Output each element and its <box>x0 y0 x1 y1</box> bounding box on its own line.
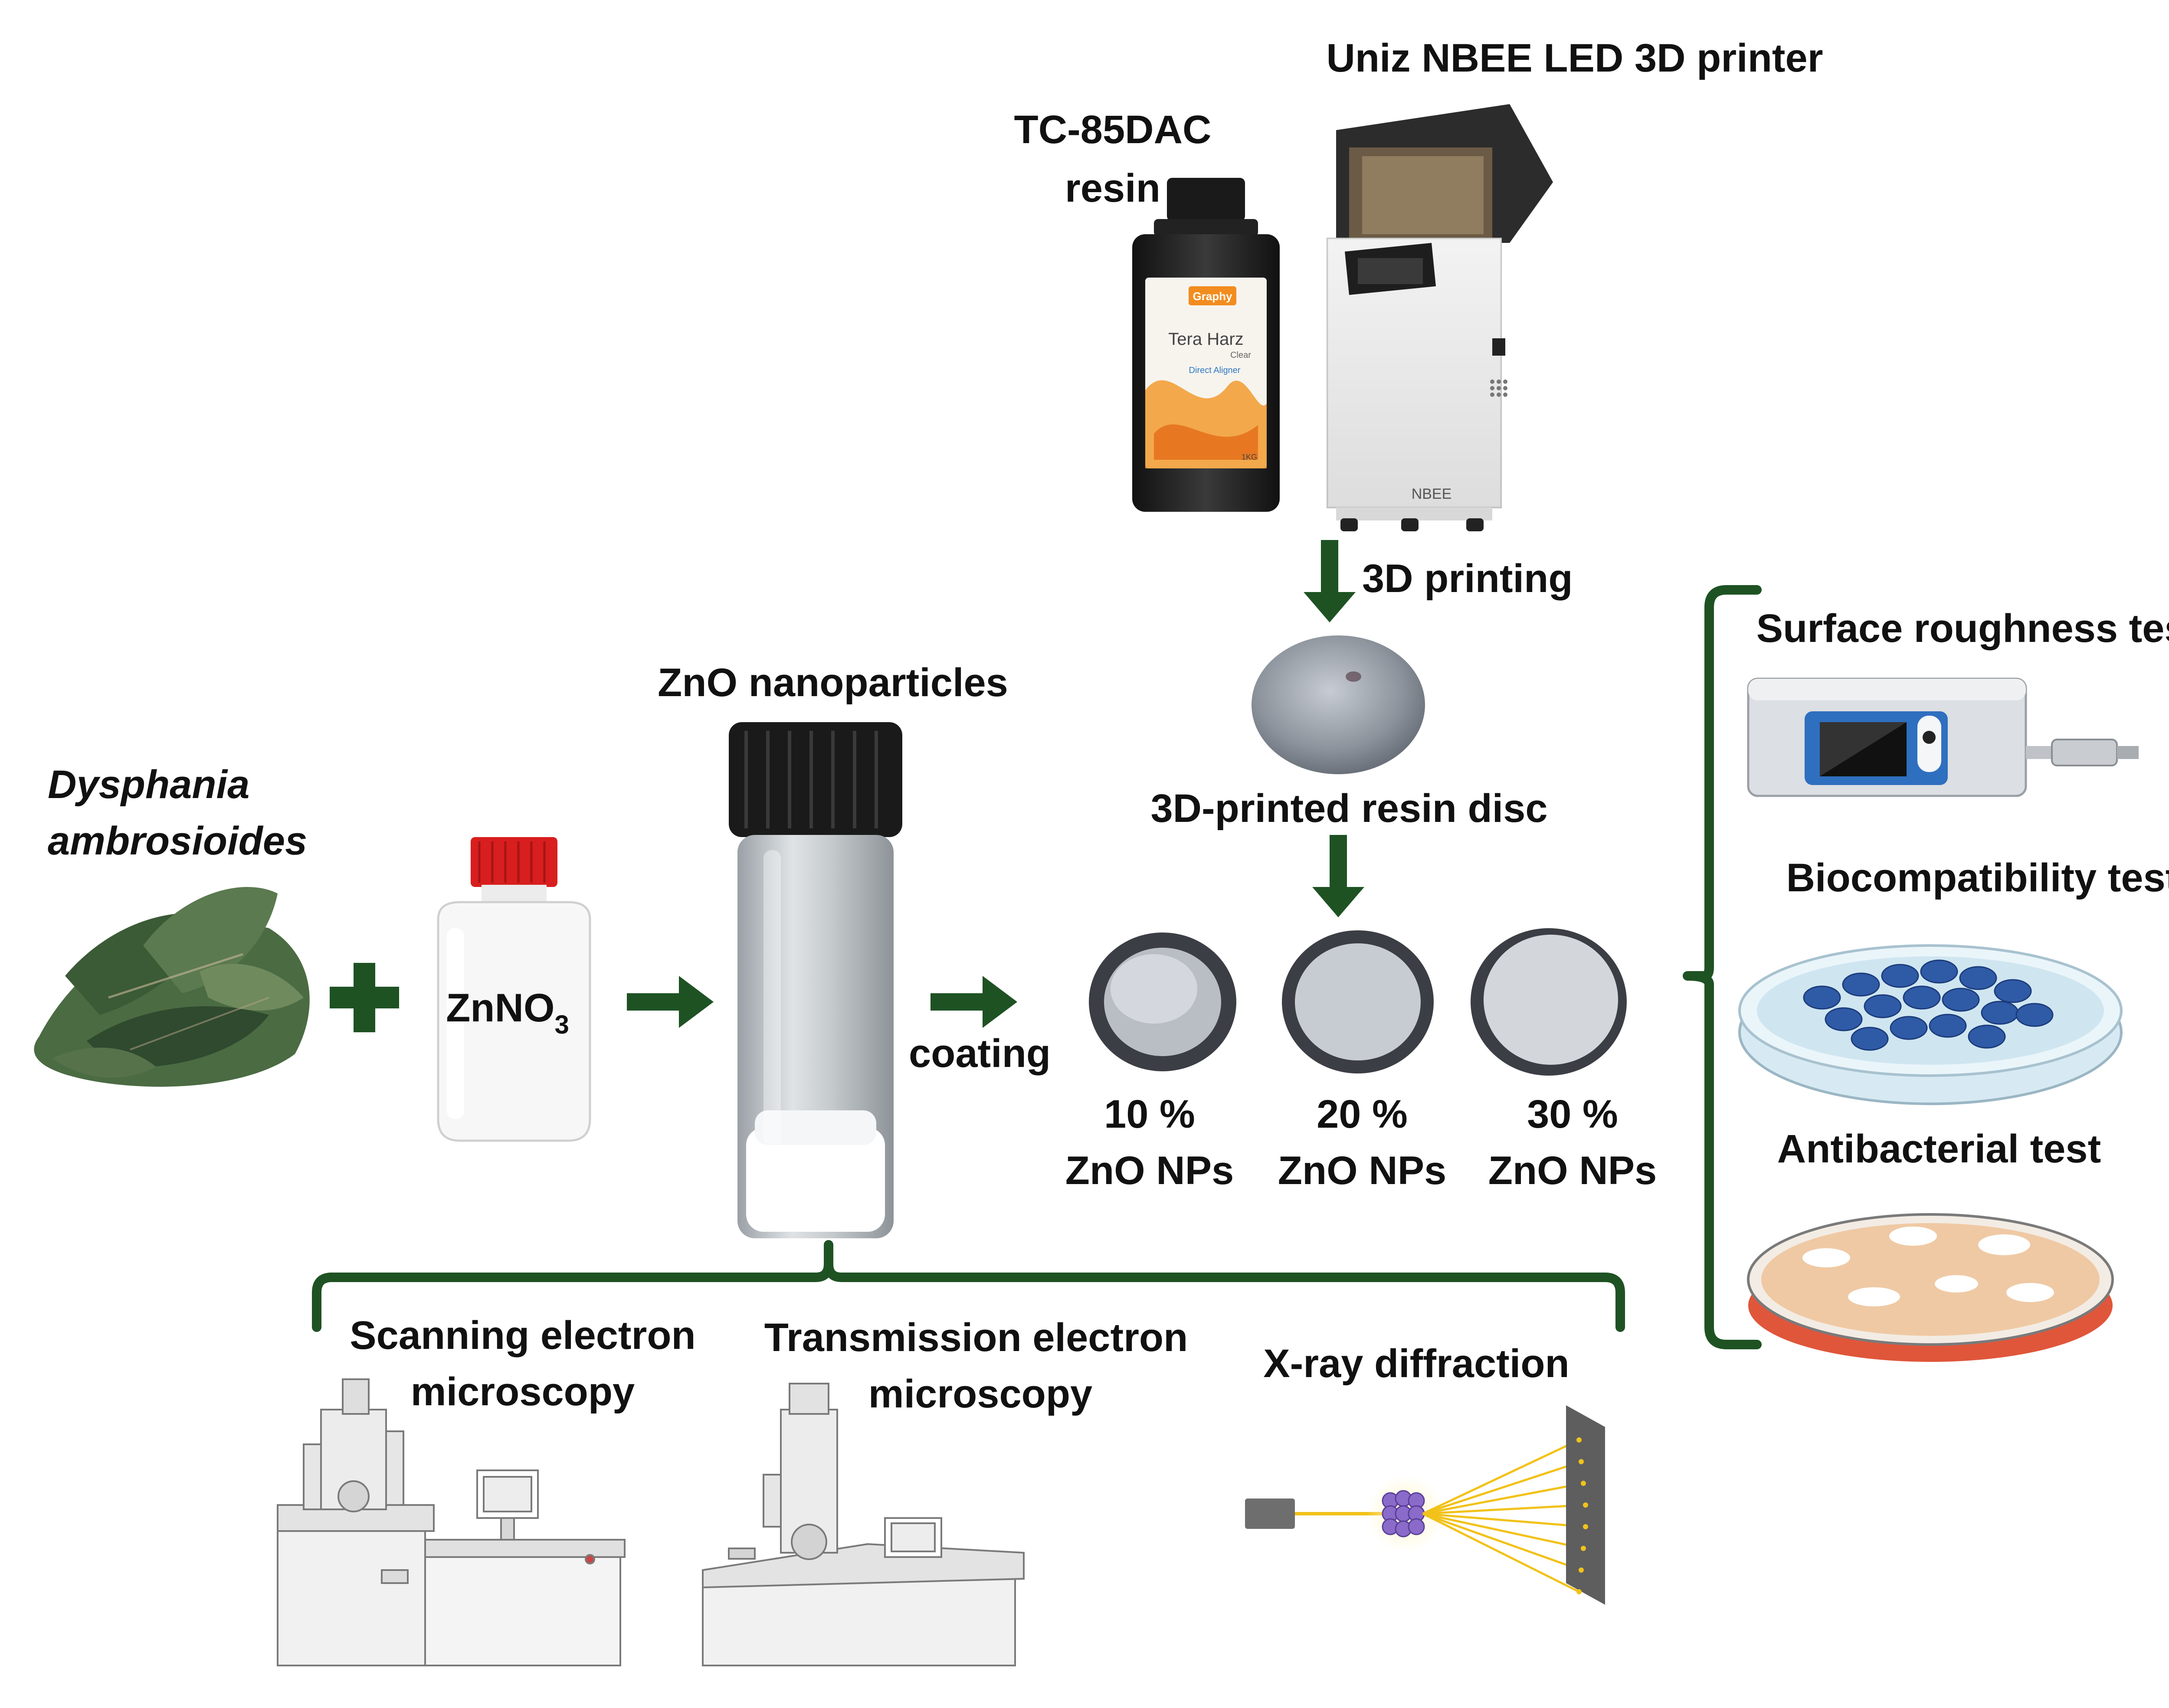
arrow-down-icon <box>1312 835 1364 917</box>
test-label: Antibacterial test <box>1777 1127 2101 1171</box>
sem-label-line2: microscopy <box>411 1370 635 1414</box>
disc-label: 3D-printed resin disc <box>1150 786 1547 831</box>
coated-disc-name: ZnO NPs <box>1278 1148 1446 1193</box>
zno-label: ZnO nanoparticles <box>658 661 1008 705</box>
arrow-down-icon <box>1304 540 1356 622</box>
coated-disc-name: ZnO NPs <box>1488 1148 1657 1193</box>
precursor-label: ZnNO3 <box>446 986 569 1039</box>
resin-label-line2: resin <box>1065 166 1160 210</box>
bottle-line-text: Direct Aligner <box>1189 366 1241 375</box>
coated-disc-image <box>1089 933 1236 1071</box>
coated-disc-image <box>1471 928 1627 1076</box>
xrd-label: X-ray diffraction <box>1263 1342 1569 1386</box>
tem-instrument-image <box>702 1383 1025 1666</box>
test-label: Biocompatibility test <box>1786 856 2169 900</box>
tem-label-line2: microscopy <box>868 1372 1092 1416</box>
arrow-right-icon <box>627 976 714 1028</box>
precursor-bottle-image <box>437 837 591 1142</box>
printer-badge-text: NBEE <box>1412 486 1452 502</box>
coated-disc-percent: 10 % <box>1104 1092 1195 1136</box>
roughness-tester-image <box>1747 677 2139 797</box>
sem-instrument-image <box>277 1378 626 1666</box>
test-label: Surface roughness test <box>1756 606 2169 651</box>
bottle-brand-text: Graphy <box>1193 290 1232 303</box>
petri-dish-cells-image <box>1738 944 2123 1105</box>
coated-disc-name: ZnO NPs <box>1065 1148 1234 1193</box>
bottle-variant-text: Clear <box>1230 350 1251 360</box>
resin-label-line1: TC-85DAC <box>1014 108 1212 152</box>
zno-jar-image <box>729 722 902 1238</box>
tem-label-line1: Transmission electron <box>764 1315 1188 1360</box>
petri-dish-bacteria-image <box>1747 1213 2114 1362</box>
coated-disc-percent: 20 % <box>1317 1092 1408 1136</box>
printed-disc-image <box>1252 635 1425 774</box>
printer-image: NBEE <box>1327 104 1553 531</box>
coated-disc-image <box>1282 930 1434 1073</box>
plus-icon <box>330 963 399 1032</box>
plant-label-line1: Dysphania <box>48 762 249 807</box>
printing-step-label: 3D printing <box>1362 556 1573 601</box>
plant-label-line2: ambrosioides <box>48 819 307 863</box>
resin-bottle-image: Graphy Tera Harz Clear Direct Aligner 1K… <box>1132 178 1280 512</box>
printer-label: Uniz NBEE LED 3D printer <box>1326 36 1823 80</box>
plant-leaves-image <box>34 887 310 1087</box>
curly-brace-icon <box>1683 585 1762 1349</box>
arrow-right-icon <box>931 976 1017 1028</box>
characterization-bracket <box>312 1240 1625 1332</box>
coating-label: coating <box>909 1031 1051 1076</box>
bottle-weight-text: 1KG <box>1242 453 1257 461</box>
xrd-setup-image <box>1245 1405 1605 1605</box>
bottle-product-text: Tera Harz <box>1168 330 1243 349</box>
sem-label-line1: Scanning electron <box>350 1313 696 1358</box>
coated-disc-percent: 30 % <box>1527 1092 1618 1136</box>
